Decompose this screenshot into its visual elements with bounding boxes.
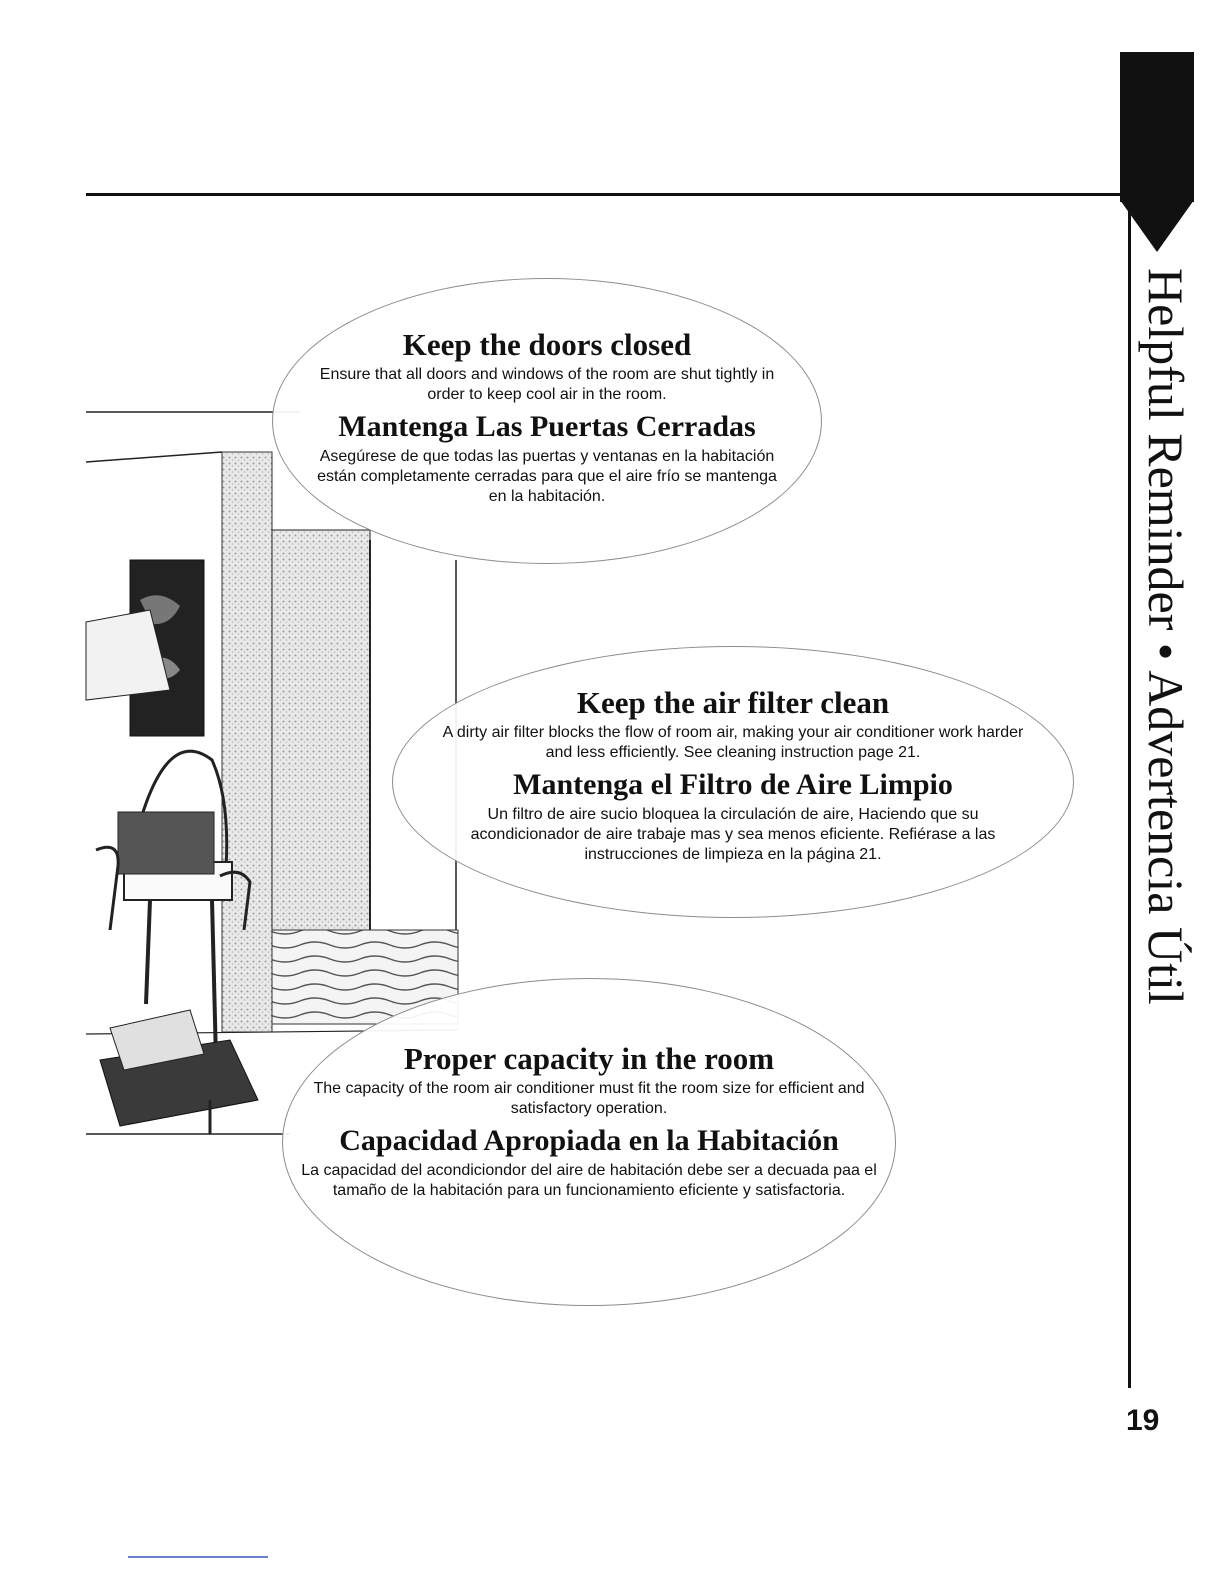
footer-link-line [128,1556,268,1558]
reminder-proper-capacity: Proper capacity in the room The capacity… [282,978,896,1306]
reminder-text-en: The capacity of the room air conditioner… [313,1080,865,1117]
reminder-text-es: Un filtro de aire sucio bloquea la circu… [470,806,996,863]
reminder-title-es: Mantenga el Filtro de Aire Limpio [513,768,953,801]
section-tab [1120,52,1194,202]
reminder-title-en: Proper capacity in the room [403,1041,775,1076]
reminder-title-en: Keep the doors closed [402,327,692,362]
reminder-text-es: Asegúrese de que todas las puertas y ven… [317,448,777,505]
reminder-text-en: Ensure that all doors and windows of the… [319,366,775,403]
reminder-title-es: Mantenga Las Puertas Cerradas [338,410,756,443]
reminder-text-en: A dirty air filter blocks the flow of ro… [442,724,1024,761]
reminder-text-es: La capacidad del acondiciondor del aire … [301,1162,877,1199]
side-rule [1128,196,1131,1388]
reminder-doors-closed: Keep the doors closed Ensure that all do… [272,278,822,564]
section-title: Helpful Reminder • Advertencia Útil [1138,268,1194,1005]
reminder-title-en: Keep the air filter clean [576,685,890,720]
section-tab-arrow [1120,200,1194,252]
reminder-air-filter: Keep the air filter clean A dirty air fi… [392,646,1074,918]
reminder-title-es: Capacidad Apropiada en la Habitación [339,1124,839,1157]
top-rule [86,193,1132,196]
page-number: 19 [1126,1404,1160,1437]
